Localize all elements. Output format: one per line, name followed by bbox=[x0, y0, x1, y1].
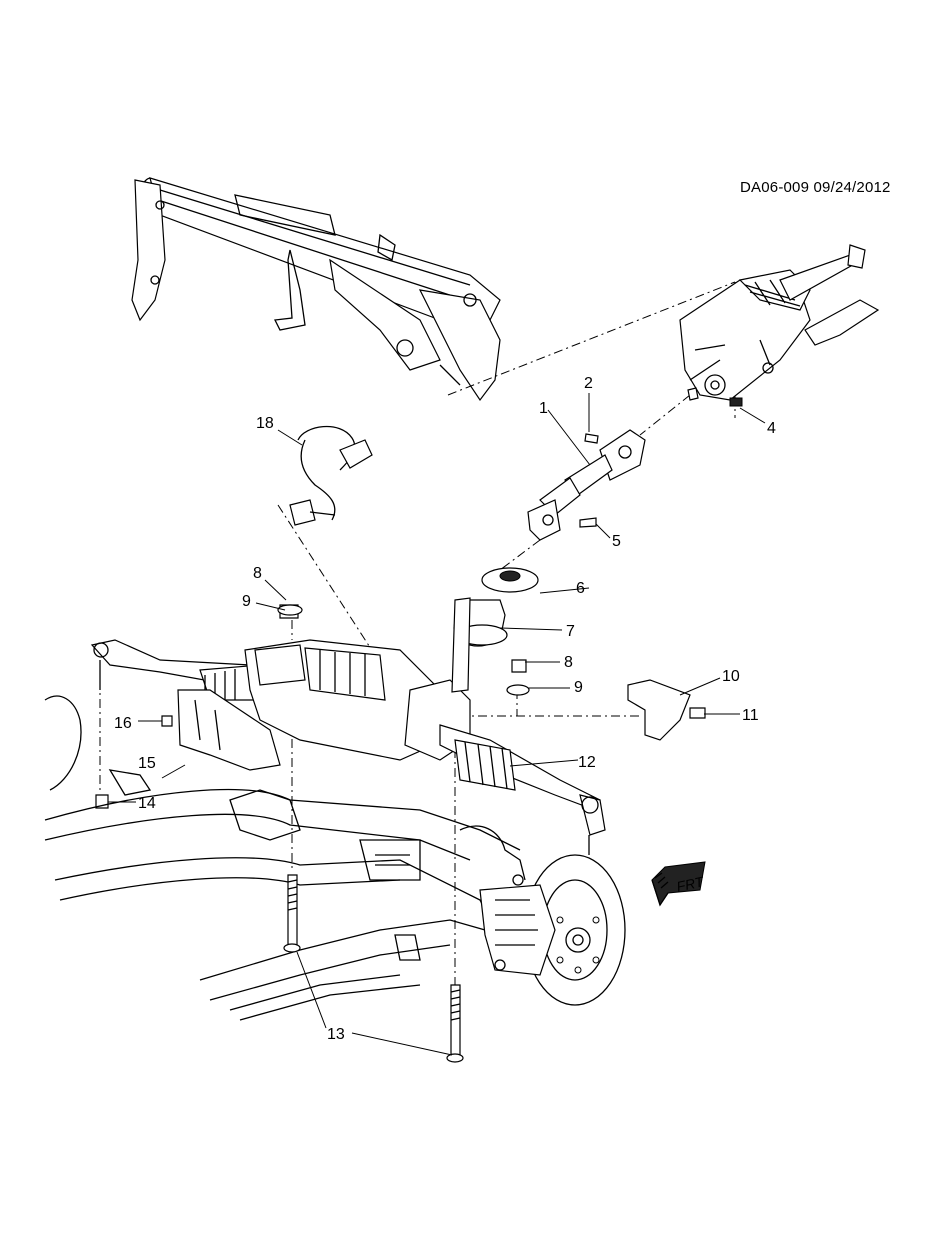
callouts: 1 2 4 5 6 7 8 9 8 9 10 11 12 13 14 15 16… bbox=[114, 375, 776, 1043]
steering-column bbox=[679, 244, 880, 407]
callout-4: 4 bbox=[767, 420, 776, 437]
callout-7: 7 bbox=[566, 623, 575, 640]
direction-badge-label: FRT bbox=[675, 873, 706, 895]
steering-gear bbox=[90, 597, 606, 855]
brackets bbox=[95, 604, 706, 809]
wiring-harness bbox=[289, 425, 373, 526]
callout-9-lower: 9 bbox=[574, 679, 583, 696]
callout-15: 15 bbox=[138, 755, 156, 772]
leader-lines bbox=[108, 393, 766, 1056]
callout-8-upper: 8 bbox=[253, 565, 262, 582]
callout-18: 18 bbox=[256, 415, 274, 432]
callout-11: 11 bbox=[742, 707, 759, 724]
front-subframe bbox=[44, 695, 626, 1021]
bolts bbox=[283, 874, 464, 1063]
callout-5: 5 bbox=[612, 533, 621, 550]
callout-10: 10 bbox=[722, 668, 740, 685]
front-direction-badge: FRT bbox=[651, 861, 706, 907]
document-id: DA06-009 09/24/2012 bbox=[740, 179, 891, 196]
callout-1: 1 bbox=[539, 400, 548, 417]
callout-14: 14 bbox=[138, 795, 156, 812]
callout-8-lower: 8 bbox=[564, 654, 573, 671]
callout-2: 2 bbox=[584, 375, 593, 392]
intermediate-shaft bbox=[527, 429, 646, 541]
alignment-lines bbox=[99, 281, 736, 990]
callout-9-upper: 9 bbox=[242, 593, 251, 610]
callout-6: 6 bbox=[576, 580, 585, 597]
instrument-panel-beam bbox=[131, 177, 501, 402]
callout-12: 12 bbox=[578, 754, 596, 771]
callout-16: 16 bbox=[114, 715, 132, 732]
callout-13: 13 bbox=[327, 1026, 345, 1043]
